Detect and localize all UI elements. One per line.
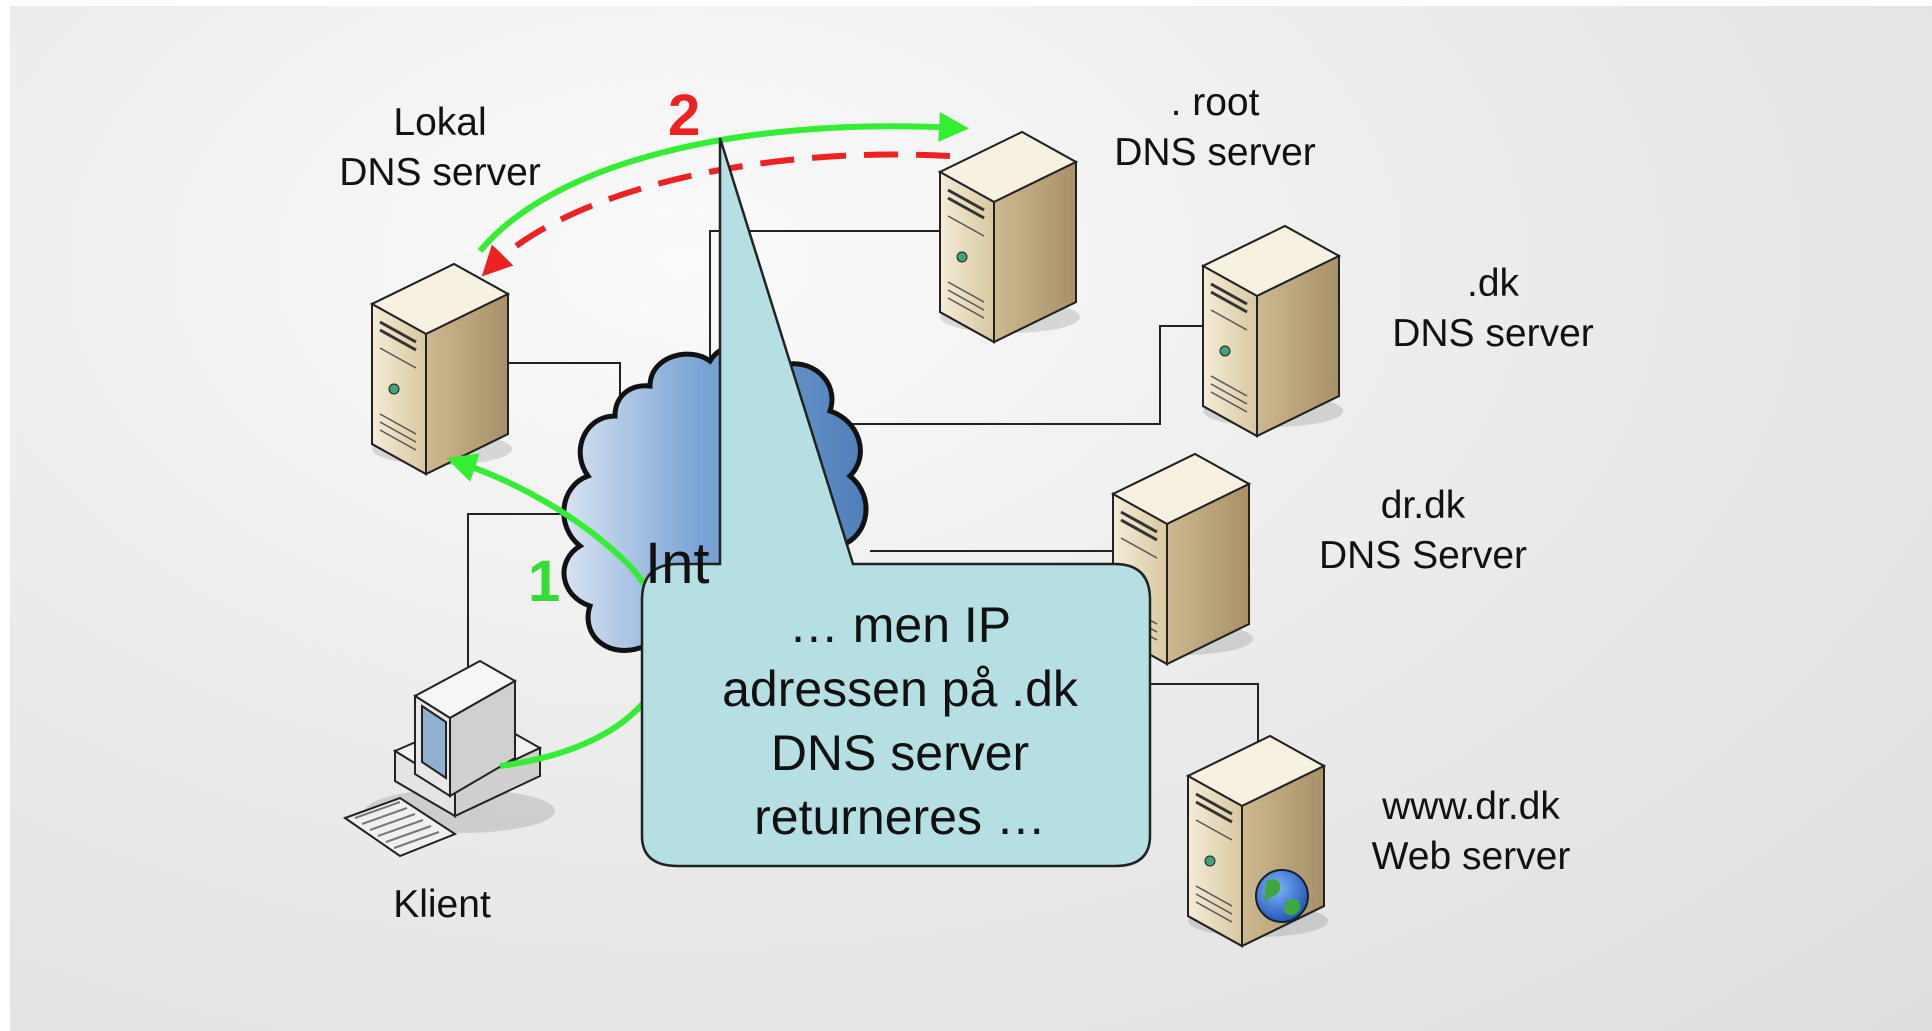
drdk-dns-label-line2: DNS Server xyxy=(1318,534,1528,577)
web-server-label: www.dr.dk Web server xyxy=(1346,782,1596,882)
root-dns-label-line2: DNS server xyxy=(1114,131,1316,174)
drdk-dns-label: dr.dk DNS Server xyxy=(1298,481,1548,581)
network-links xyxy=(438,230,1259,756)
web-server-icon xyxy=(1186,734,1330,948)
client-computer-icon xyxy=(342,659,555,858)
callout-line-4: returneres … xyxy=(754,789,1046,845)
root-dns-label-line1: . root xyxy=(1170,81,1260,124)
dk-dns-label: .dk DNS server xyxy=(1368,259,1618,359)
callout-line-2: adressen på .dk xyxy=(722,661,1078,717)
slide-background: Int Lokal DNS server . root DNS server .… xyxy=(10,6,1932,1031)
callout-text: … men IP adressen på .dk DNS server retu… xyxy=(646,590,1154,852)
response-arrow-step2 xyxy=(481,151,951,277)
web-server-label-line1: www.dr.dk xyxy=(1382,785,1560,828)
internet-label: Int xyxy=(645,531,710,596)
callout-line-3: DNS server xyxy=(770,725,1030,781)
client-label: Klient xyxy=(393,883,491,926)
link-web-server xyxy=(1130,683,1259,756)
dk-dns-label-line2: DNS server xyxy=(1392,312,1594,355)
callout-line-1: … men IP xyxy=(788,597,1012,653)
local-dns-server-icon xyxy=(370,262,514,476)
link-dk-dns xyxy=(820,325,1215,425)
step-2-marker: 2 xyxy=(668,83,701,148)
dk-dns-label-line1: .dk xyxy=(1466,262,1520,305)
callout-bubble xyxy=(640,137,1152,868)
local-dns-label-line2: DNS server xyxy=(339,151,541,194)
local-dns-label-line1: Lokal xyxy=(393,101,487,144)
dk-dns-server-icon xyxy=(1201,224,1345,438)
link-root-dns xyxy=(709,230,950,366)
root-dns-label: . root DNS server xyxy=(1090,78,1340,178)
drdk-dns-label-line1: dr.dk xyxy=(1380,484,1466,527)
dns-diagram xyxy=(342,111,1345,948)
local-dns-label: Lokal DNS server xyxy=(316,98,564,198)
root-dns-server-icon xyxy=(938,130,1082,344)
step-1-marker: 1 xyxy=(528,549,561,614)
globe-icon xyxy=(1255,869,1309,923)
request-arrow-step2 xyxy=(477,111,969,253)
web-server-label-line2: Web server xyxy=(1371,835,1571,878)
